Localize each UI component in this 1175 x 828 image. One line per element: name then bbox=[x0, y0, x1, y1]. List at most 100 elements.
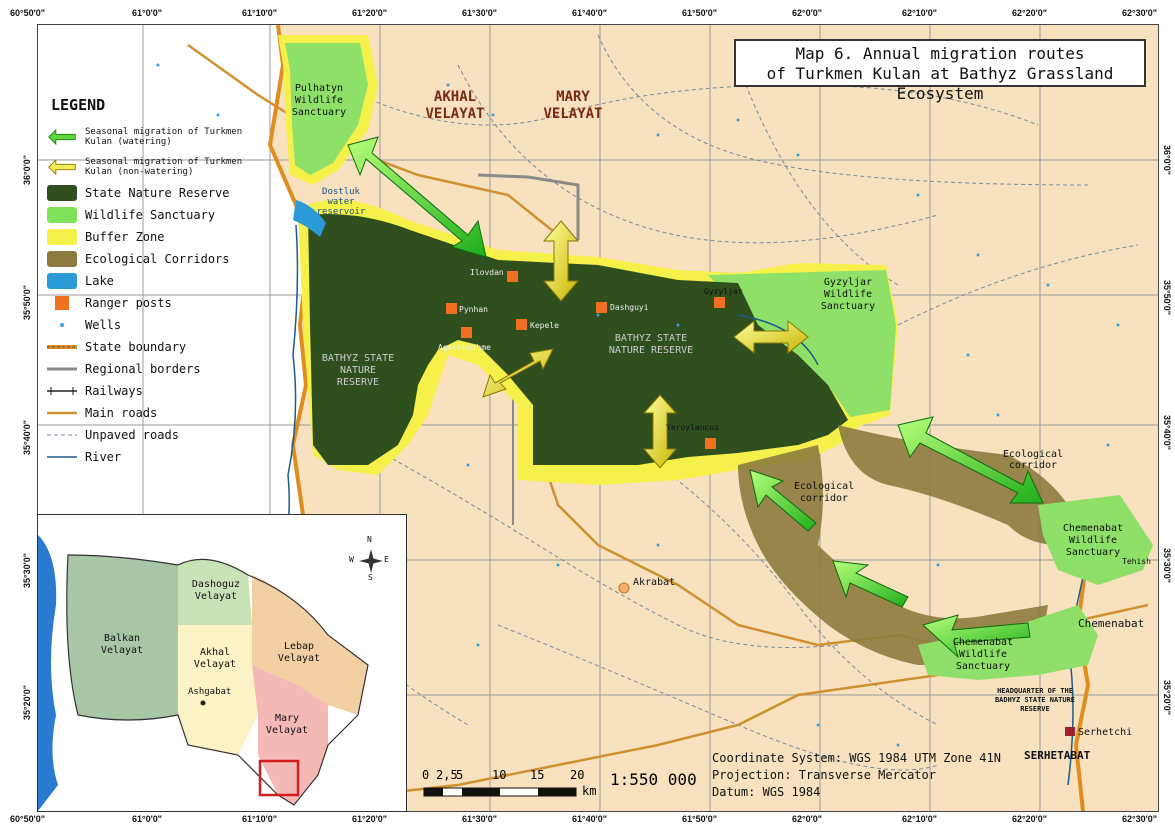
ranger-posts bbox=[446, 271, 725, 449]
bottom-coord-label: 62°30'0" bbox=[1122, 814, 1158, 824]
top-coord-label: 61°20'0" bbox=[352, 8, 388, 18]
legend-item-railways: Railways bbox=[41, 380, 251, 402]
akhal-velayat-label: AKHAL VELAYAT bbox=[425, 89, 485, 122]
legend-label: Wildlife Sanctuary bbox=[85, 208, 216, 222]
ecological-corridor-2 bbox=[738, 445, 1048, 665]
legend: LEGEND Seasonal migration of Turkmen Kul… bbox=[41, 96, 251, 468]
legend-item-sanctuary: Wildlife Sanctuary bbox=[41, 204, 251, 226]
dashoguz-region bbox=[178, 559, 252, 625]
bathyz-west-label: BATHYZ STATE NATURE RESERVE bbox=[321, 353, 395, 388]
ecological-corridor-1 bbox=[838, 425, 1072, 545]
state-boundary-east bbox=[1073, 564, 1091, 811]
corridor-swatch bbox=[47, 251, 77, 267]
legend-item-corridors: Ecological Corridors bbox=[41, 248, 251, 270]
akrabat-marker bbox=[618, 582, 630, 594]
legend-label: Ranger posts bbox=[85, 296, 172, 310]
legend-item-river: River bbox=[41, 446, 251, 468]
yellow-arrow-icon bbox=[48, 159, 76, 175]
compass-e: E bbox=[384, 555, 389, 564]
bathyz-east-label: BATHYZ STATE NATURE RESERVE bbox=[608, 333, 694, 356]
top-coord-label: 62°0'0" bbox=[792, 8, 823, 18]
akrabat-label: Akrabat bbox=[633, 577, 676, 588]
top-coord-label: 60°50'0" bbox=[10, 8, 46, 18]
outside-country-area bbox=[38, 25, 308, 515]
scale-tick-label: 15 bbox=[530, 768, 545, 782]
scale-ratio: 1:550 000 bbox=[610, 770, 697, 789]
bottom-coord-label: 62°0'0" bbox=[792, 814, 823, 824]
legend-label: Wells bbox=[85, 318, 122, 332]
bottom-coord-label: 62°10'0" bbox=[902, 814, 938, 824]
legend-label: Buffer Zone bbox=[85, 230, 165, 244]
legend-label: State boundary bbox=[85, 340, 187, 354]
coordsys-line1: Coordinate System: WGS 1984 UTM Zone 41N bbox=[712, 751, 1001, 765]
top-coord-label: 61°0'0" bbox=[132, 8, 163, 18]
legend-item-regional: Regional borders bbox=[41, 358, 251, 380]
legend-item-state-boundary: State boundary bbox=[41, 336, 251, 358]
sanctuary-swatch bbox=[47, 207, 77, 223]
bottom-coord-label: 61°10'0" bbox=[242, 814, 278, 824]
inset-lebap-label: Lebap Velayat bbox=[277, 641, 321, 664]
inset-mary-label: Mary Velayat bbox=[265, 713, 309, 736]
inset-map-canvas bbox=[38, 515, 406, 811]
legend-label: Unpaved roads bbox=[85, 428, 179, 442]
scale-tick-label: 5 bbox=[456, 768, 464, 782]
legend-label: Regional borders bbox=[85, 362, 201, 376]
legend-label: Ecological Corridors bbox=[85, 252, 230, 266]
akhal-region bbox=[178, 625, 262, 755]
left-coord-label: 35°50'0" bbox=[22, 284, 32, 320]
railway-line-icon bbox=[47, 387, 77, 395]
compass-n: N bbox=[367, 535, 372, 544]
coordsys-line3: Datum: WGS 1984 bbox=[712, 785, 821, 799]
agarchashme-label: Agarchashme bbox=[438, 343, 491, 352]
well-dot-icon bbox=[60, 323, 64, 327]
legend-label: Railways bbox=[85, 384, 143, 398]
top-coord-label: 61°30'0" bbox=[462, 8, 498, 18]
legend-label: Lake bbox=[85, 274, 114, 288]
chemenabat-north-label: Chemenabat Wildlife Sanctuary bbox=[1062, 523, 1124, 558]
inset-map: Balkan Velayat Dashoguz Velayat Akhal Ve… bbox=[37, 514, 407, 812]
top-coord-label: 62°30'0" bbox=[1122, 8, 1158, 18]
compass-w: W bbox=[349, 555, 354, 564]
caspian-sea bbox=[38, 535, 58, 811]
bottom-coord-label: 62°20'0" bbox=[1012, 814, 1048, 824]
inset-akhal-label: Akhal Velayat bbox=[193, 647, 237, 670]
legend-label: Seasonal migration of Turkmen Kulan (non… bbox=[85, 157, 243, 177]
reserve-swatch bbox=[47, 185, 77, 201]
coordsys-line2: Projection: Transverse Mercator bbox=[712, 768, 936, 782]
watering-migration-arrows bbox=[347, 136, 1044, 659]
state-nature-reserve-area bbox=[308, 214, 848, 465]
ranger-post-icon bbox=[55, 296, 69, 310]
top-coord-label: 61°10'0" bbox=[242, 8, 278, 18]
inset-dashoguz-label: Dashoguz Velayat bbox=[191, 579, 241, 602]
nonwatering-migration-arrows bbox=[482, 220, 809, 469]
map-title: Map 6. Annual migration routes of Turkme… bbox=[734, 39, 1146, 103]
river-line-icon bbox=[47, 456, 77, 458]
dostluk-lake bbox=[293, 200, 326, 237]
scale-tick-label: 10 bbox=[492, 768, 507, 782]
left-coord-label: 35°20'0" bbox=[22, 684, 32, 720]
scale-tick-label: 0 bbox=[422, 768, 430, 782]
dostluk-label: Dostluk water reservoir bbox=[316, 187, 366, 217]
top-coord-label: 61°40'0" bbox=[572, 8, 608, 18]
scale-tick-label: 2,5 bbox=[436, 768, 458, 782]
chemenabat-town-label: Chemenabat bbox=[1078, 617, 1145, 630]
right-coord-label: 35°40'0" bbox=[1162, 415, 1172, 451]
legend-label: Main roads bbox=[85, 406, 158, 420]
corridor-1-label: Ecological corridor bbox=[1002, 449, 1064, 471]
bottom-coord-label: 61°40'0" bbox=[572, 814, 608, 824]
bottom-coord-label: 60°50'0" bbox=[10, 814, 46, 824]
legend-item-main-roads: Main roads bbox=[41, 402, 251, 424]
inset-ashgabat-label: Ashgabat bbox=[188, 687, 232, 697]
legend-item-nonwatering: Seasonal migration of Turkmen Kulan (non… bbox=[41, 152, 251, 182]
legend-item-lake: Lake bbox=[41, 270, 251, 292]
study-area-box bbox=[258, 759, 300, 797]
legend-label: River bbox=[85, 450, 122, 464]
bottom-coord-label: 61°0'0" bbox=[132, 814, 163, 824]
dashguyi-label: Dashguyi bbox=[610, 303, 649, 312]
main-road-south bbox=[367, 673, 939, 797]
mary-velayat-label: MARY VELAYAT bbox=[543, 89, 603, 122]
hq-label: HEADQUARTER OF THE BADHYZ STATE NATURE R… bbox=[994, 687, 1076, 713]
wells bbox=[156, 63, 1120, 747]
